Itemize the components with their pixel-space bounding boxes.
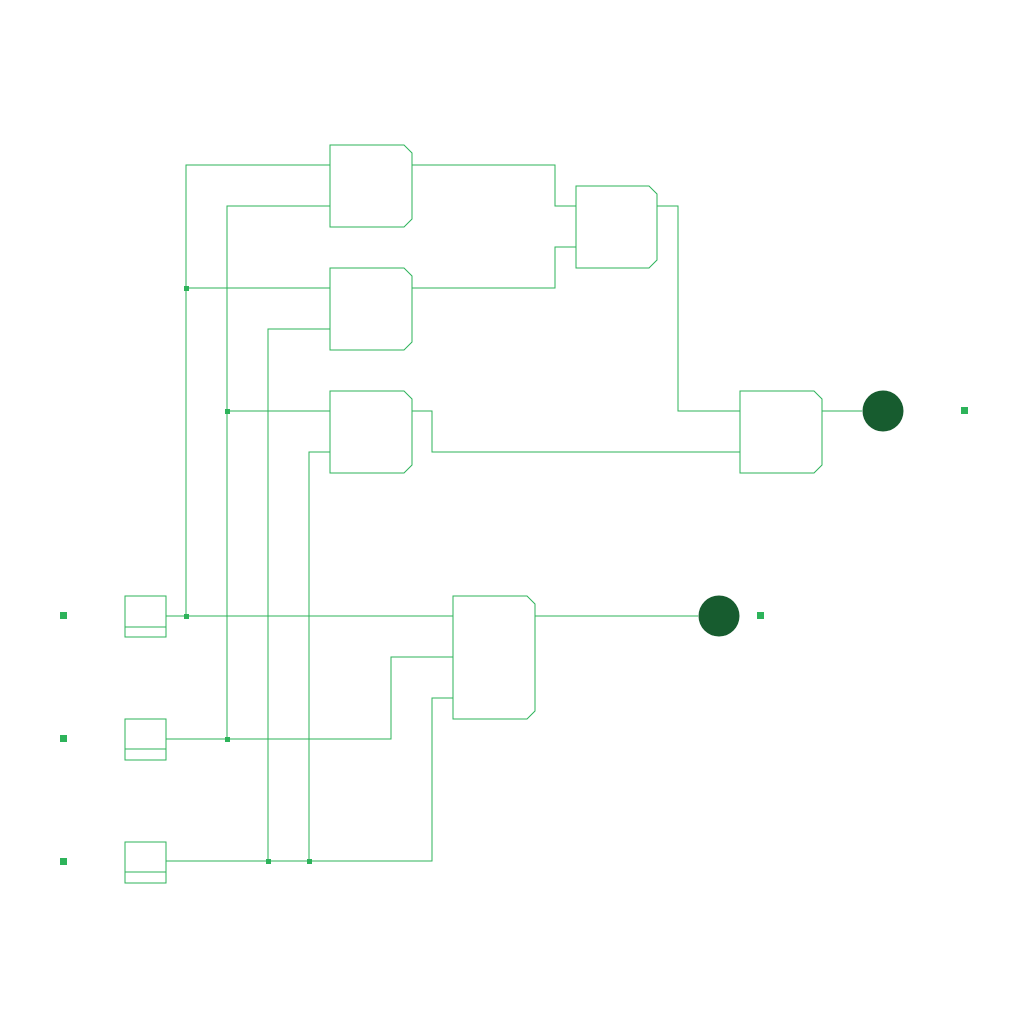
wire-g1-g4 bbox=[412, 164, 576, 207]
terminal-marker bbox=[60, 858, 67, 865]
gate-3[interactable] bbox=[329, 390, 413, 474]
output-lamp-1 bbox=[862, 390, 904, 432]
wire-c-gate5 bbox=[166, 697, 453, 862]
gate-5[interactable] bbox=[452, 595, 536, 720]
wires bbox=[166, 164, 862, 862]
input-switch-a[interactable] bbox=[124, 595, 167, 638]
wire-g3-g6 bbox=[412, 410, 740, 453]
junction-dot bbox=[225, 409, 230, 414]
junction-dot bbox=[266, 859, 271, 864]
input-switch-c[interactable] bbox=[124, 841, 167, 884]
gate-4[interactable] bbox=[575, 185, 658, 269]
terminal-marker bbox=[60, 612, 67, 619]
gate-1[interactable] bbox=[329, 144, 413, 228]
terminal-marker bbox=[60, 735, 67, 742]
input-switch-b[interactable] bbox=[124, 718, 167, 761]
junction-dot bbox=[225, 737, 230, 742]
inputs bbox=[124, 595, 167, 884]
junctions bbox=[184, 286, 312, 864]
gates bbox=[329, 144, 823, 720]
gate-6[interactable] bbox=[739, 390, 823, 474]
outputs bbox=[698, 390, 904, 637]
wire-g4-g6 bbox=[657, 205, 740, 412]
output-lamp-2 bbox=[698, 595, 740, 637]
wire-a-trunk bbox=[185, 164, 330, 616]
wire-c-gate3 bbox=[308, 451, 330, 861]
gate-2[interactable] bbox=[329, 267, 413, 351]
wire-b-gate5 bbox=[166, 656, 453, 740]
terminal-marker bbox=[757, 612, 764, 619]
terminal-marker bbox=[961, 407, 968, 414]
junction-dot bbox=[184, 614, 189, 619]
wire-b-trunk bbox=[226, 205, 330, 739]
junction-dot bbox=[184, 286, 189, 291]
wire-c-gate2 bbox=[267, 328, 330, 861]
wire-g2-g4 bbox=[412, 246, 576, 289]
terminals bbox=[60, 407, 968, 865]
junction-dot bbox=[307, 859, 312, 864]
